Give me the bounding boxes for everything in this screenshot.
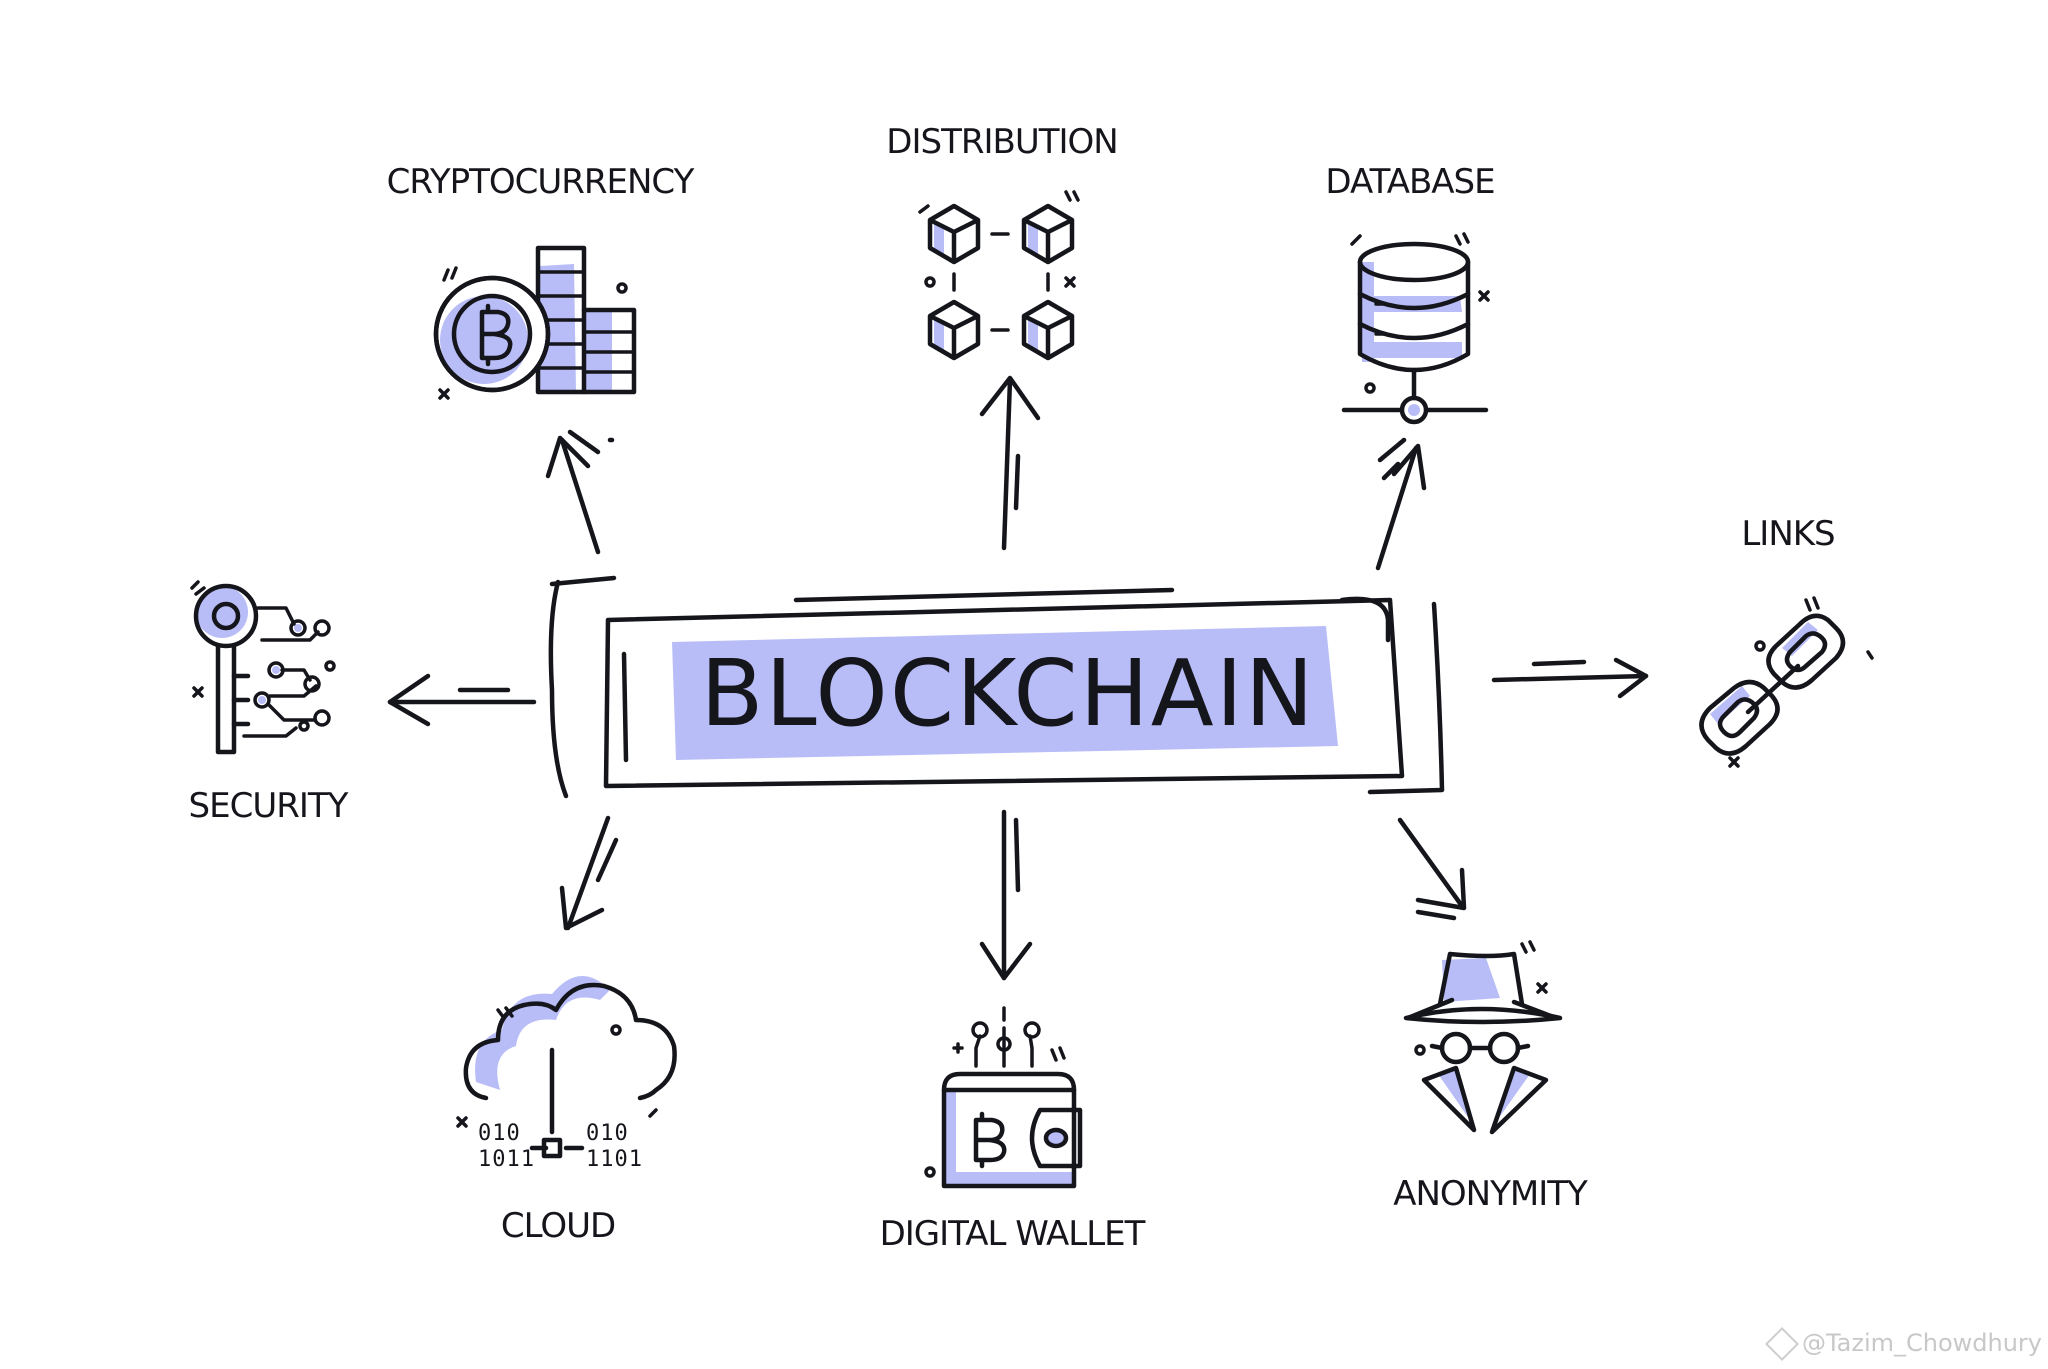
circuit-key-icon: [190, 580, 336, 755]
watermark: @Tazim_Chowdhury: [1764, 1327, 2042, 1361]
connected-cubes-icon: [918, 190, 1080, 361]
node-label-cryptocurrency: CRYPTOCURRENCY: [386, 162, 695, 202]
node-label-distribution: DISTRIBUTION: [886, 122, 1118, 162]
arrow-cryptocurrency: [545, 429, 601, 555]
node-label-database: DATABASE: [1325, 162, 1495, 202]
arrow-digital-wallet: [979, 809, 1033, 981]
database-server-icon: [1341, 232, 1490, 425]
node-label-security: SECURITY: [188, 786, 349, 826]
bitcoin-wallet-icon: [924, 1006, 1083, 1189]
chain-link-icon: [1699, 596, 1874, 768]
watermark-logo-icon: [1764, 1327, 1799, 1361]
arrow-security: [387, 673, 537, 727]
center-box: [548, 437, 1445, 799]
spy-hat-glasses-icon: [1403, 940, 1563, 1135]
arrow-anonymity: [1397, 817, 1467, 921]
arrow-links: [1491, 657, 1649, 699]
node-label-digital-wallet: DIGITAL WALLET: [879, 1214, 1146, 1254]
node-label-cloud: CLOUD: [500, 1206, 616, 1246]
svg-text:010: 010: [586, 1121, 629, 1146]
arrow-database: [1375, 437, 1427, 571]
svg-text:1011: 1011: [478, 1147, 535, 1172]
arrow-distribution: [979, 375, 1041, 551]
center-label: BLOCKCHAIN: [700, 640, 1316, 747]
arrow-cloud: [559, 815, 619, 931]
svg-text:1101: 1101: [586, 1147, 643, 1172]
svg-text:010: 010: [478, 1121, 521, 1146]
cloud-binary-icon: 010 1011 010 1101: [456, 975, 677, 1172]
watermark-text: @Tazim_Chowdhury: [1801, 1329, 2042, 1357]
coins-bitcoin-icon: [433, 245, 637, 400]
arrows: [387, 375, 1649, 981]
node-label-anonymity: ANONYMITY: [1393, 1174, 1588, 1214]
node-label-links: LINKS: [1741, 514, 1835, 554]
